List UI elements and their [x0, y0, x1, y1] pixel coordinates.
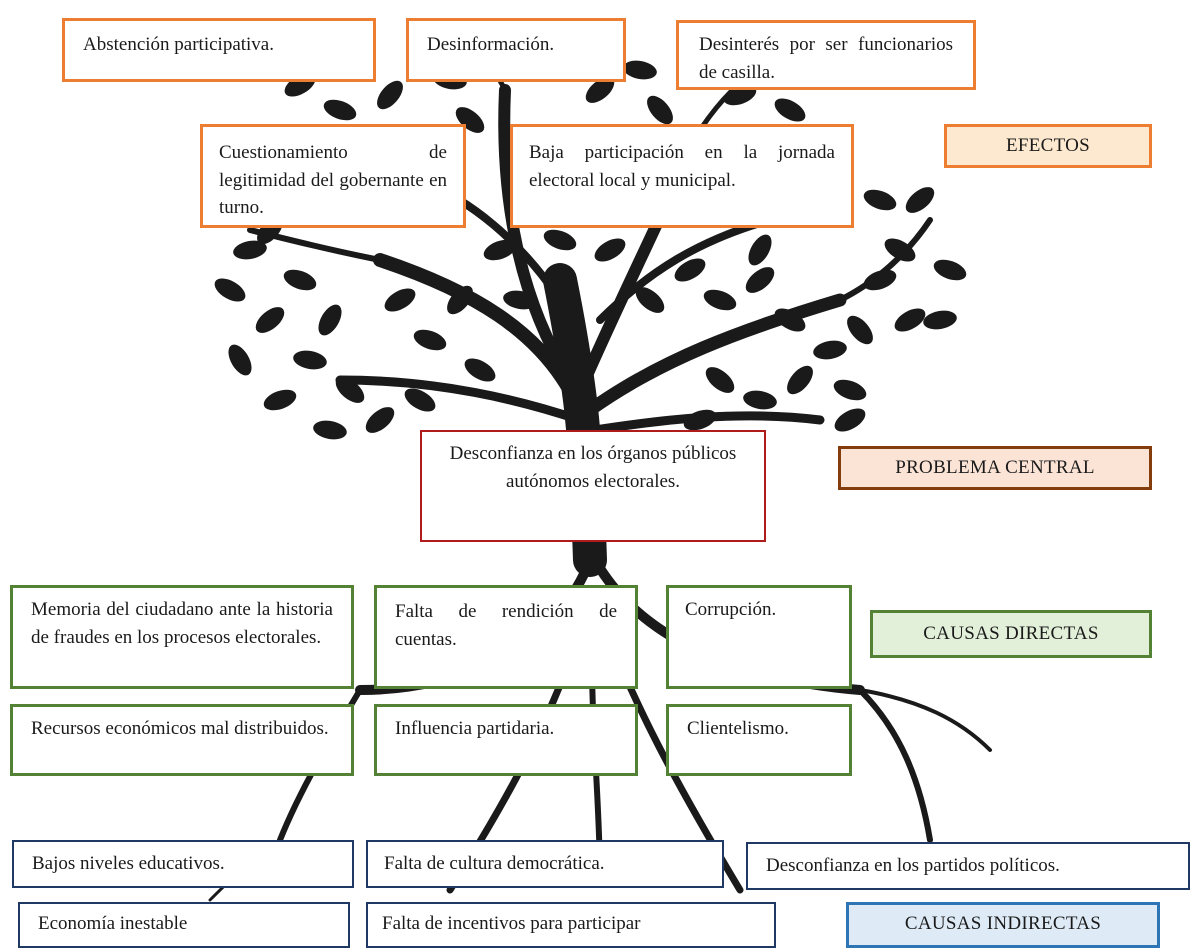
causa-rendicion: Falta de rendición de cuentas. [374, 585, 638, 689]
label-text: CAUSAS INDIRECTAS [904, 913, 1102, 934]
indirecta-text: Bajos niveles educativos. [32, 853, 225, 874]
indirecta-cultura: Falta de cultura democrática. [366, 840, 724, 888]
leaf [847, 315, 873, 345]
leaf [923, 310, 957, 330]
leaf [623, 60, 657, 80]
branch [837, 217, 933, 303]
causa-text: Falta de rendición de cuentas. [395, 601, 617, 650]
indirecta-partidos: Desconfianza en los partidos políticos. [746, 842, 1190, 890]
causa-recursos: Recursos económicos mal distribuidos. [10, 704, 354, 776]
leaf [863, 189, 897, 211]
root [858, 688, 992, 752]
causa-text: Memoria del ciudadano ante la historia d… [31, 599, 333, 648]
causa-text: Recursos económicos mal distribuidos. [31, 718, 329, 739]
causa-corrupcion: Corrupción. [666, 585, 852, 689]
efecto-cuestionamiento: Cuestionamiento de legitimidad del gober… [200, 124, 466, 228]
causas-directas-label: CAUSAS DIRECTAS [870, 610, 1152, 658]
leaf [233, 240, 267, 260]
problema-central-box: Desconfianza en los órganos públicos aut… [420, 430, 766, 542]
leaf [863, 269, 897, 291]
causa-text: Corrupción. [685, 599, 777, 620]
problema-central-label: PROBLEMA CENTRAL [838, 446, 1152, 490]
leaf [813, 340, 847, 360]
indirecta-text: Falta de cultura democrática. [384, 853, 605, 874]
leaf [377, 80, 403, 110]
causas-indirectas-label: CAUSAS INDIRECTAS [846, 902, 1160, 948]
label-text: EFECTOS [1005, 135, 1091, 156]
branch [583, 293, 847, 417]
label-text: CAUSAS DIRECTAS [923, 623, 1099, 644]
leaf [283, 269, 317, 291]
efecto-text: Abstención participativa. [83, 34, 274, 55]
causa-influencia: Influencia partidaria. [374, 704, 638, 776]
leaf [313, 420, 347, 440]
efecto-desinteres: Desinterés por ser funcionarios de casil… [676, 20, 976, 90]
leaf [745, 267, 775, 293]
branch [335, 375, 585, 425]
root [857, 687, 933, 843]
leaf [483, 239, 517, 261]
leaf [787, 365, 813, 395]
label-text: PROBLEMA CENTRAL [895, 457, 1095, 478]
leaf [774, 308, 806, 332]
leaf [335, 377, 365, 403]
indirecta-text: Economía inestable [38, 913, 188, 934]
indirecta-text: Desconfianza en los partidos políticos. [766, 855, 1060, 876]
leaf [705, 367, 735, 393]
leaf [834, 408, 866, 432]
indirecta-text: Falta de incentivos para participar [382, 913, 641, 934]
leaf [774, 98, 806, 122]
leaf [365, 407, 395, 433]
leaf [647, 95, 673, 125]
efecto-abstencion: Abstención participativa. [62, 18, 376, 82]
leaf [703, 289, 737, 311]
indirecta-educativos: Bajos niveles educativos. [12, 840, 354, 888]
leaf [413, 329, 447, 351]
leaf [255, 307, 285, 333]
causa-clientelismo: Clientelismo. [666, 704, 852, 776]
leaf [503, 290, 537, 310]
leaf [293, 350, 327, 370]
leaf [933, 259, 967, 281]
problema-text: Desconfianza en los órganos públicos aut… [449, 443, 737, 492]
efectos-label: EFECTOS [944, 124, 1152, 168]
efecto-desinformacion: Desinformación. [406, 18, 626, 82]
indirecta-economia: Economía inestable [18, 902, 350, 948]
causa-text: Clientelismo. [687, 718, 789, 739]
efecto-text: Desinterés por ser funcionarios de casil… [699, 34, 953, 83]
leaf [323, 99, 357, 121]
efecto-text: Baja participación en la jornada elector… [529, 142, 835, 191]
leaf [447, 285, 473, 315]
leaf [884, 238, 916, 262]
leaf [743, 390, 777, 410]
leaf [263, 389, 297, 411]
leaf [674, 258, 706, 282]
leaf [455, 107, 485, 133]
leaf [318, 304, 342, 336]
leaf [214, 278, 246, 302]
leaf [585, 77, 615, 103]
leaf [635, 287, 665, 313]
efecto-text: Desinformación. [427, 34, 555, 55]
causa-text: Influencia partidaria. [395, 718, 555, 739]
efecto-baja-participacion: Baja participación en la jornada elector… [510, 124, 854, 228]
leaf [683, 409, 717, 431]
leaf [894, 308, 926, 332]
leaf [404, 388, 436, 412]
leaf [594, 238, 626, 262]
efecto-text: Cuestionamiento de legitimidad del gober… [219, 142, 447, 219]
leaf [748, 234, 772, 266]
causa-memoria: Memoria del ciudadano ante la historia d… [10, 585, 354, 689]
leaf [228, 344, 252, 376]
leaf [384, 288, 416, 312]
leaf [833, 379, 867, 401]
leaf [905, 187, 935, 213]
leaf [543, 229, 577, 251]
indirecta-incentivos: Falta de incentivos para participar [366, 902, 776, 948]
leaf [464, 358, 496, 382]
